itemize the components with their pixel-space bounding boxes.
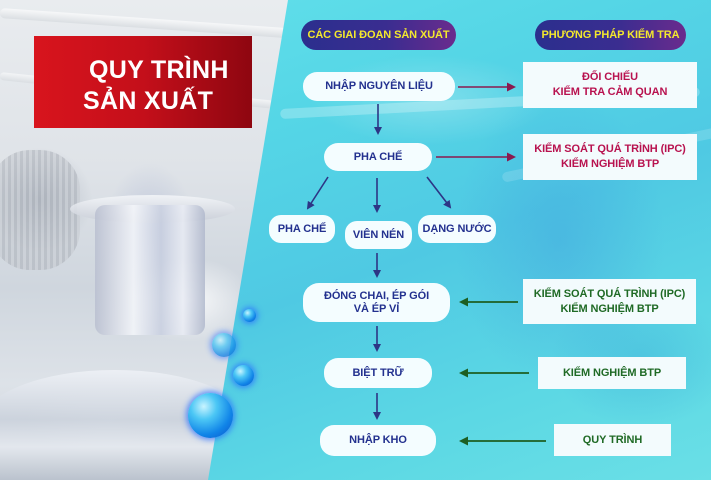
title-line-2: SẢN XUẤT <box>83 87 214 115</box>
method-btp-quarantine: KIỂM NGHIỆM BTP <box>538 357 686 389</box>
method-line: KIỂM NGHIỆM BTP <box>562 366 662 379</box>
stage-liquid: DẠNG NƯỚC <box>418 215 496 243</box>
background-motor <box>0 150 80 270</box>
bubble-icon <box>188 393 233 438</box>
stage-mixing: PHA CHẾ <box>324 143 432 171</box>
methods-column-header: PHƯƠNG PHÁP KIỂM TRA <box>535 20 686 50</box>
method-line: KIỂM SOÁT QUÁ TRÌNH (IPC) <box>533 287 686 300</box>
title-line-1: QUY TRÌNH <box>89 56 229 84</box>
method-line: KIỂM TRA CẢM QUAN <box>552 86 668 98</box>
method-compare-sensory: ĐỐI CHIẾU KIỂM TRA CẢM QUAN <box>523 62 697 108</box>
stage-warehouse: NHẬP KHO <box>320 425 436 456</box>
method-procedure-warehouse: QUY TRÌNH <box>554 424 671 456</box>
title-banner: QUY TRÌNH SẢN XUẤT <box>34 36 252 128</box>
method-line: ĐỐI CHIẾU <box>582 71 638 83</box>
bubble-icon <box>243 309 256 322</box>
background-tank <box>95 205 205 335</box>
method-line: QUY TRÌNH <box>582 433 643 446</box>
background-pipe <box>0 8 300 39</box>
stages-column-header: CÁC GIAI ĐOẠN SẢN XUẤT <box>301 20 456 50</box>
bubble-icon <box>233 365 254 386</box>
method-line: KIỂM NGHIỆM BTP <box>560 302 659 315</box>
stage-packaging-line-2: VÀ ÉP VỈ <box>353 302 400 315</box>
method-ipc-btp-mixing: KIỂM SOÁT QUÁ TRÌNH (IPC) KIỂM NGHIỆM BT… <box>523 134 697 180</box>
method-line: KIỂM NGHIỆM BTP <box>560 158 660 170</box>
stage-raw-material: NHẬP NGUYÊN LIỆU <box>303 72 455 101</box>
stage-packaging-line-1: ĐÓNG CHAI, ÉP GÓI <box>323 289 430 302</box>
method-ipc-btp-packaging: KIỂM SOÁT QUÁ TRÌNH (IPC) KIỂM NGHIỆM BT… <box>523 279 696 324</box>
method-line: KIỂM SOÁT QUÁ TRÌNH (IPC) <box>534 143 686 155</box>
stage-quarantine: BIỆT TRỮ <box>324 358 432 388</box>
stage-packaging: ĐÓNG CHAI, ÉP GÓI VÀ ÉP VỈ <box>303 283 450 322</box>
stage-sub-mixing: PHA CHẾ <box>269 215 335 243</box>
bubble-icon <box>212 333 236 357</box>
stage-tablets: VIÊN NÉN <box>345 221 412 249</box>
